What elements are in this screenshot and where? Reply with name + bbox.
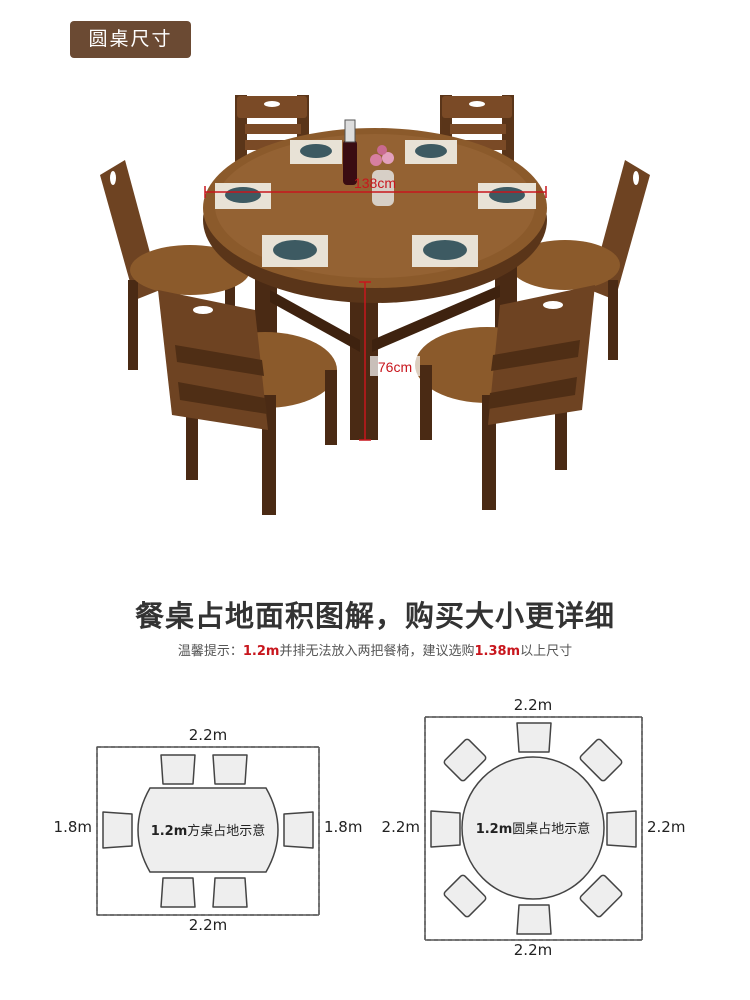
dining-set-photo: 138cm 76cm bbox=[100, 95, 650, 515]
side-chair-right bbox=[510, 160, 650, 360]
tip-suffix: 以上尺寸 bbox=[520, 644, 573, 659]
tip-size-a: 1.2m bbox=[242, 644, 280, 659]
round-left-label: 2.2m bbox=[382, 818, 420, 836]
square-table-diagram: 2.2m 2.2m 1.8m 1.8m 1.2m方桌占地示意 bbox=[54, 726, 363, 934]
square-bottom-label: 2.2m bbox=[189, 916, 227, 934]
height-label: 76cm bbox=[378, 359, 412, 375]
round-center-label: 1.2m圆桌占地示意 bbox=[476, 821, 591, 837]
square-right-label: 1.8m bbox=[324, 818, 362, 836]
tip-middle: 并排无法放入两把餐椅，建议选购 bbox=[279, 644, 475, 659]
height-dimension: 76cm bbox=[359, 281, 420, 441]
section-badge: 圆桌尺寸 bbox=[70, 21, 191, 58]
round-right-label: 2.2m bbox=[647, 818, 685, 836]
round-bottom-label: 2.2m bbox=[514, 941, 552, 959]
floor-space-diagrams: 2.2m 2.2m 1.8m 1.8m 1.2m方桌占地示意 2.2m 2.2m… bbox=[54, 696, 686, 959]
round-table bbox=[203, 119, 547, 440]
width-label: 138cm bbox=[354, 175, 396, 191]
round-top-label: 2.2m bbox=[514, 696, 552, 714]
front-chair-left bbox=[158, 290, 337, 515]
tip-size-b: 1.38m bbox=[474, 644, 521, 659]
side-chair-left bbox=[100, 160, 250, 370]
square-left-label: 1.8m bbox=[54, 818, 92, 836]
width-dimension: 138cm bbox=[204, 175, 547, 198]
headline: 餐桌占地面积图解，购买大小更详细 bbox=[134, 599, 615, 633]
round-table-diagram: 2.2m 2.2m 2.2m 2.2m 1.2m圆桌占地示意 bbox=[382, 696, 686, 959]
tip-text: 温馨提示：1.2m并排无法放入两把餐椅，建议选购1.38m以上尺寸 bbox=[0, 640, 750, 659]
front-chair-right bbox=[415, 285, 595, 510]
tip-prefix: 温馨提示： bbox=[177, 644, 243, 659]
square-center-label: 1.2m方桌占地示意 bbox=[151, 823, 266, 839]
square-top-label: 2.2m bbox=[189, 726, 227, 744]
